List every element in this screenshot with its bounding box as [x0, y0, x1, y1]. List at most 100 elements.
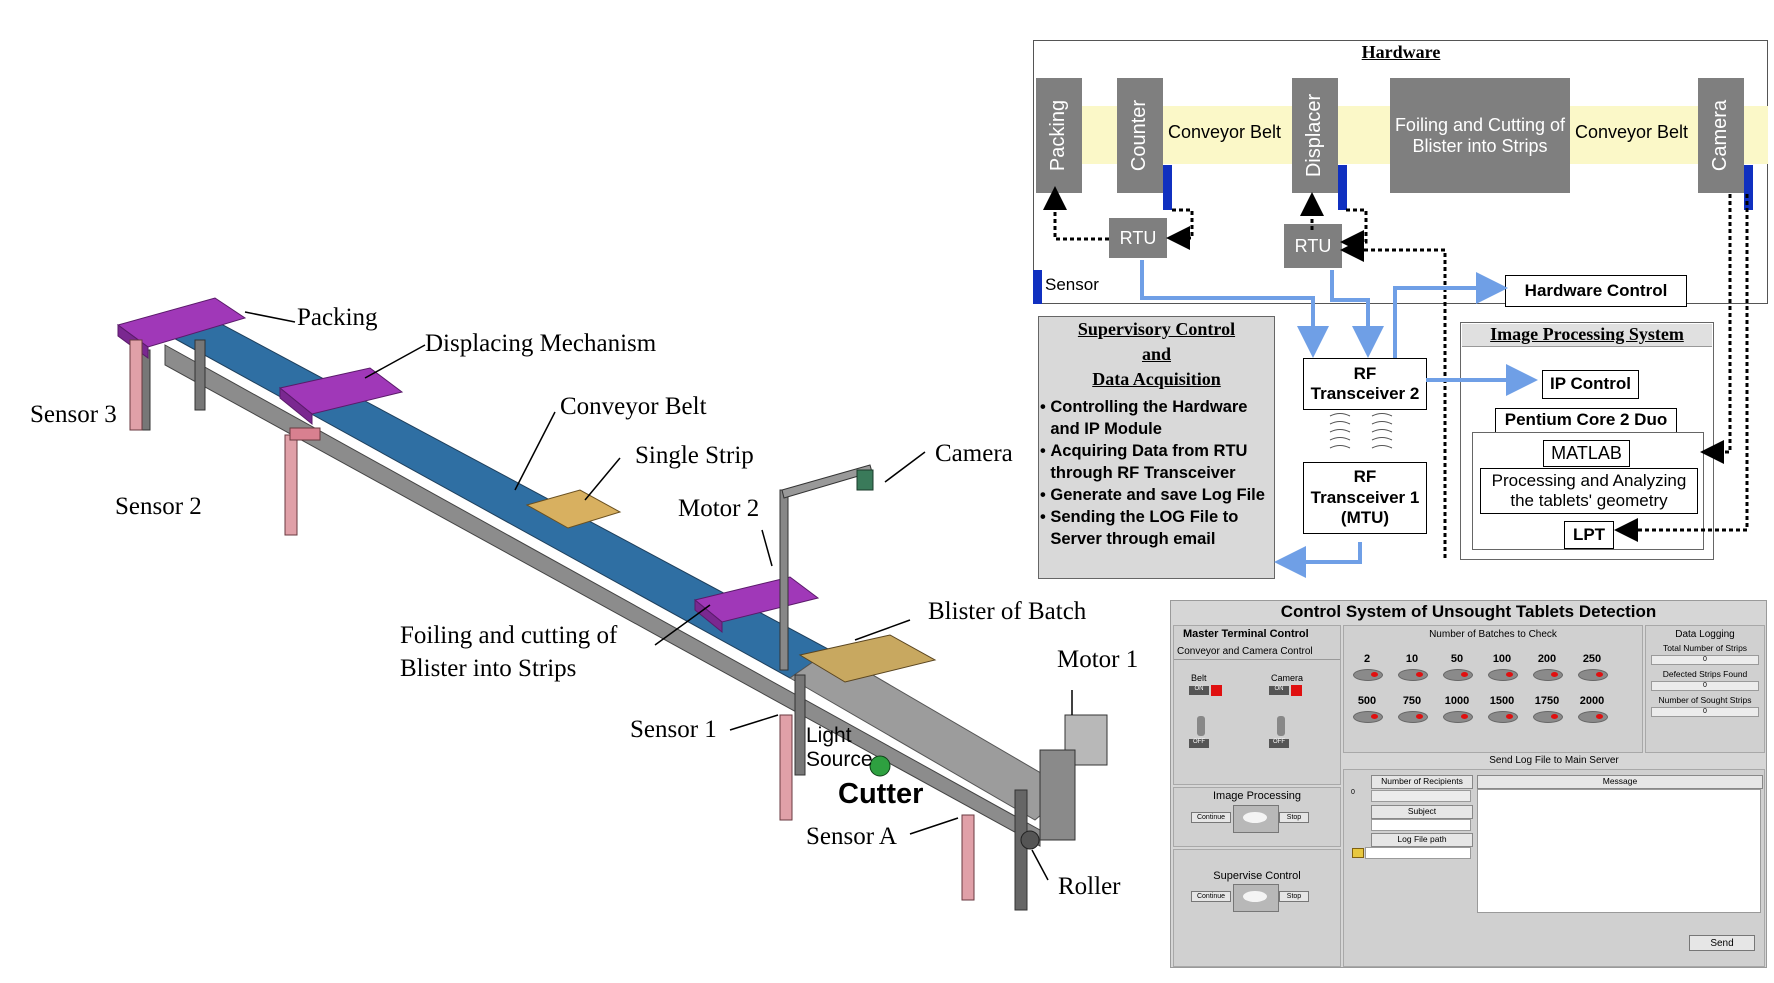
batch-knob[interactable]: [1443, 669, 1473, 681]
message-field[interactable]: [1477, 789, 1761, 913]
label-packing: Packing: [297, 304, 378, 331]
leg: [794, 674, 806, 776]
batch-label: 100: [1492, 653, 1512, 665]
label-foiling-2: Blister into Strips: [400, 655, 577, 682]
send-log-title: Send Log File to Main Server: [1489, 755, 1619, 766]
batch-knob[interactable]: [1533, 711, 1563, 723]
belt-on-indicator: ON: [1189, 686, 1209, 695]
leader-lines: [244, 311, 1073, 881]
batch-label: 500: [1357, 695, 1377, 707]
rtu-1: RTU: [1109, 218, 1167, 258]
single-strip: [525, 489, 622, 529]
sc-continue-button[interactable]: Continue: [1191, 891, 1231, 902]
blister-batch: [798, 634, 937, 683]
matlab-box: MATLAB: [1543, 440, 1630, 467]
scada-bullet: • Acquiring Data from RTU through RF Tra…: [1040, 442, 1248, 482]
camera-toggle[interactable]: [1277, 716, 1285, 736]
batch-label: 200: [1537, 653, 1557, 665]
batch-knob[interactable]: [1488, 669, 1518, 681]
batches-title: Number of Batches to Check: [1429, 629, 1557, 640]
batches-section: [1343, 625, 1643, 753]
sensor-legend-label: Sensor: [1045, 275, 1099, 294]
camera-led: [1291, 685, 1302, 696]
pentium-box: Pentium Core 2 Duo: [1495, 408, 1677, 433]
camera-off-indicator: OFF: [1269, 739, 1289, 748]
batch-knob[interactable]: [1398, 711, 1428, 723]
pentium-frame: [1472, 432, 1704, 550]
label-motor2: Motor 2: [678, 495, 760, 522]
roller: [1020, 830, 1040, 850]
scada-bullet: • Generate and save Log File: [1040, 486, 1265, 504]
leg: [1014, 789, 1028, 911]
recipients-field[interactable]: [1371, 790, 1471, 802]
batch-knob[interactable]: [1578, 669, 1608, 681]
label-blister-batch: Blister of Batch: [928, 598, 1087, 625]
sc-switch-knob: [1243, 891, 1267, 902]
batch-knob[interactable]: [1443, 711, 1473, 723]
label-sensor1: Sensor 1: [630, 716, 717, 743]
sc-stop-button[interactable]: Stop: [1279, 891, 1309, 902]
counter-box: Counter: [1117, 78, 1163, 193]
camera-box: Camera: [1698, 78, 1744, 193]
batch-label: 50: [1450, 653, 1464, 665]
ip-switch-knob: [1243, 812, 1267, 823]
label-sensorA: Sensor A: [806, 823, 897, 850]
defected-strips-label: Defected Strips Found: [1662, 669, 1748, 679]
folder-icon[interactable]: [1352, 848, 1364, 858]
machine-illustration: [116, 297, 1108, 911]
batch-knob[interactable]: [1533, 669, 1563, 681]
batch-knob[interactable]: [1488, 711, 1518, 723]
label-cutter: Cutter: [838, 778, 924, 810]
label-sensor3: Sensor 3: [30, 401, 117, 428]
subject-field[interactable]: [1371, 819, 1471, 831]
belt-label: Belt: [1191, 673, 1207, 683]
sensor2-post: [284, 434, 298, 536]
lpt-box: LPT: [1564, 521, 1614, 549]
scada-box: [1038, 316, 1275, 579]
sensor1-post: [779, 714, 793, 821]
ip-stop-button[interactable]: Stop: [1279, 812, 1309, 823]
displacing-block-side: [279, 386, 313, 426]
rtu-2: RTU: [1284, 224, 1342, 268]
label-source: Source: [806, 748, 873, 771]
displacer-sensor: [1338, 165, 1347, 210]
batch-label: 1500: [1489, 695, 1515, 707]
batch-label: 2: [1363, 653, 1371, 665]
label-light: Light: [806, 724, 852, 747]
batch-label: 1750: [1534, 695, 1560, 707]
batch-knob[interactable]: [1353, 711, 1383, 723]
batch-knob[interactable]: [1398, 669, 1428, 681]
total-strips-value: 0: [1651, 655, 1759, 665]
supervise-title: Supervise Control: [1213, 870, 1301, 882]
belt-toggle[interactable]: [1197, 716, 1205, 736]
batch-label: 1000: [1444, 695, 1470, 707]
scada-bullet: • Sending the LOG File to Server through…: [1040, 508, 1239, 548]
send-button[interactable]: Send: [1689, 935, 1755, 951]
logpath-field[interactable]: [1365, 847, 1471, 859]
hardware-title: Hardware: [1361, 42, 1441, 62]
belt-led: [1211, 685, 1222, 696]
displacer-box: Displacer: [1292, 78, 1338, 193]
batch-knob[interactable]: [1578, 711, 1608, 723]
camera-pole: [779, 489, 789, 671]
divider: [1174, 659, 1340, 660]
light-source: [869, 755, 891, 777]
conveyor-frame: [164, 344, 1041, 847]
scada-bullet: • Controlling the Hardware and IP Module: [1040, 398, 1248, 438]
subject-label: Subject: [1371, 805, 1473, 819]
image-processing-title: Image Processing: [1212, 790, 1302, 802]
message-label: Message: [1477, 775, 1763, 789]
batch-knob[interactable]: [1353, 669, 1383, 681]
packing-box: Packing: [1036, 78, 1082, 193]
label-displacing: Displacing Mechanism: [425, 330, 657, 357]
logpath-label: Log File path: [1371, 833, 1473, 847]
leg: [194, 339, 206, 411]
ip-continue-button[interactable]: Continue: [1191, 812, 1231, 823]
camera-label: Camera: [1271, 673, 1304, 683]
master-terminal-section: [1173, 625, 1341, 785]
